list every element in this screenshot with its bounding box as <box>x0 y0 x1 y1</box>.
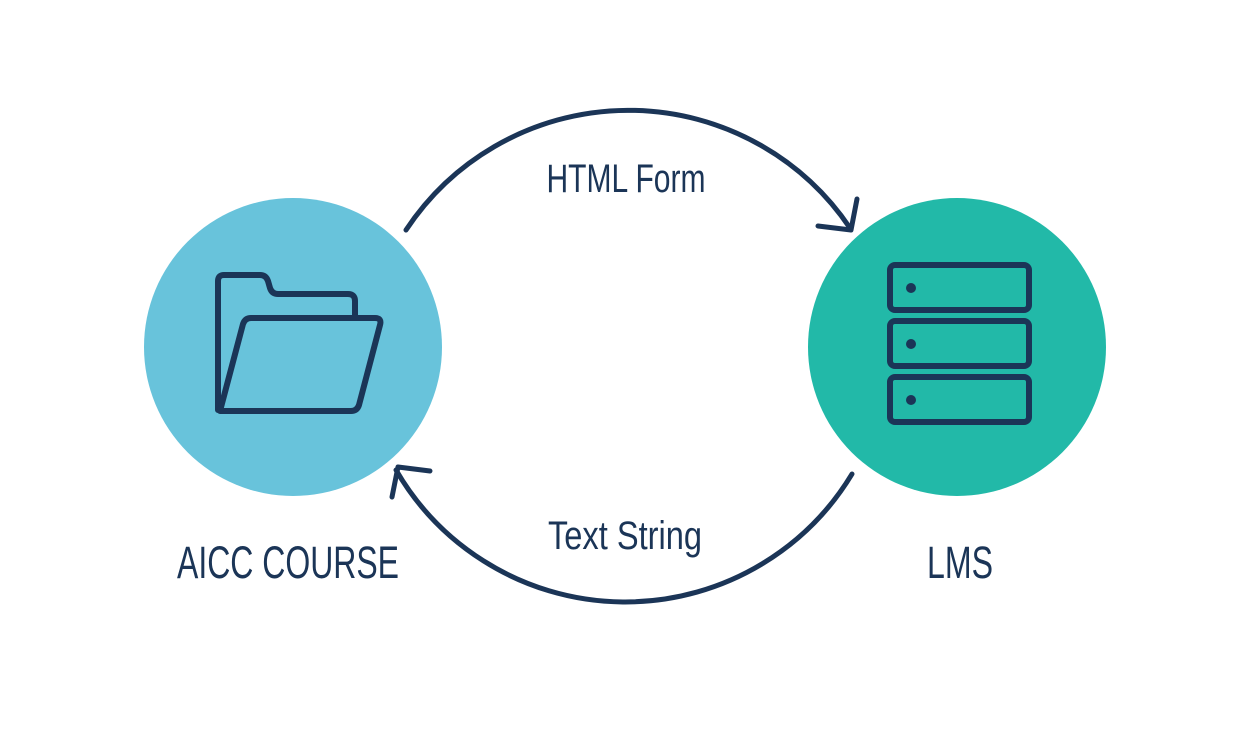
bottom-arrowhead <box>389 464 433 500</box>
top-arrow <box>403 107 860 233</box>
top-arrowhead <box>815 196 860 233</box>
server-led-1 <box>906 283 916 293</box>
bottom-arrow-label: Text String <box>548 514 702 558</box>
server-unit-2 <box>887 318 1032 369</box>
server-led-2 <box>906 339 916 349</box>
course-node <box>144 198 442 496</box>
top-arc <box>403 107 853 233</box>
course-circle <box>144 198 442 496</box>
lms-circle <box>808 198 1106 496</box>
bottom-arrow <box>389 464 855 605</box>
server-led-3 <box>906 395 916 405</box>
lms-node <box>808 198 1106 496</box>
lms-label: LMS <box>927 537 993 588</box>
server-unit-3 <box>887 374 1032 425</box>
bottom-arc <box>393 467 855 605</box>
server-unit-1 <box>887 262 1032 313</box>
top-arrow-label: HTML Form <box>547 157 706 201</box>
server-icon <box>887 262 1032 425</box>
folder-icon <box>215 272 384 414</box>
course-label: AICC COURSE <box>177 537 399 588</box>
